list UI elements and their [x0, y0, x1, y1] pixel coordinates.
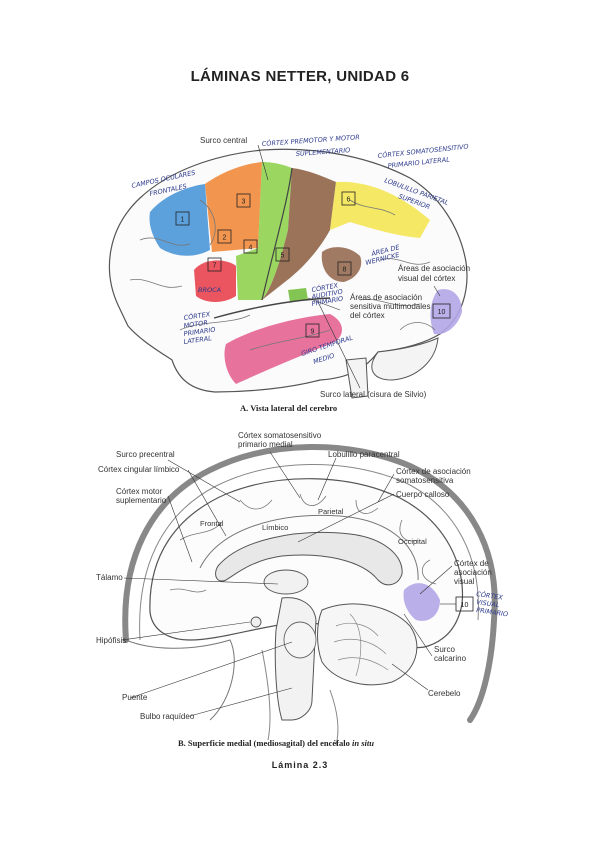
- hand-visual-primario-2: VISUAL: [476, 598, 501, 609]
- hand-somatosensitivo-1: CÓRTEX SOMATOSENSITIVO: [377, 141, 469, 159]
- label-somatosensitivo-medial-2: primario medial: [238, 440, 293, 449]
- region-parietal: Parietal: [318, 507, 344, 516]
- label-bulbo: Bulbo raquídeo: [140, 712, 195, 721]
- area-somatosensitivo: [262, 168, 336, 300]
- hand-motor-lateral-4: LATERAL: [183, 334, 212, 346]
- cerebellum-folia: [333, 613, 389, 677]
- region-occipital: Occipital: [398, 537, 427, 546]
- label-asociacion-sensitiva-3: del córtex: [350, 311, 385, 320]
- pons: [283, 621, 317, 659]
- thalamus: [263, 569, 309, 595]
- cingulate-gyrus: [199, 514, 419, 581]
- hand-motor-lateral-2: MOTOR: [183, 319, 208, 330]
- hand-broca: BROCA: [198, 286, 221, 294]
- label-asociacion-visual-medial-3: visual: [454, 577, 475, 586]
- label-asociacion-visual-2: visual del córtex: [398, 274, 455, 283]
- area-number-2: 3: [242, 199, 246, 206]
- label-lobulillo-paracentral: Lobulillo paracentral: [328, 450, 400, 459]
- area-visual-primario: [430, 289, 462, 335]
- label-talamo: Tálamo: [96, 573, 123, 582]
- label-asociacion-visual-1: Áreas de asociación: [398, 264, 470, 273]
- nasal-region: [125, 639, 235, 721]
- label-asociacion-visual-medial-2: asociación: [454, 568, 492, 577]
- label-surco-calcarino-2: calcarino: [434, 654, 467, 663]
- label-motor-suplementario-1: Córtex motor: [116, 487, 163, 496]
- medial-brain: 10 Surco precentral Córtex somatosensiti…: [96, 431, 508, 748]
- region-limbico: Límbico: [262, 523, 288, 532]
- area-auditivo: [288, 288, 308, 302]
- central-sulcus: [261, 167, 293, 301]
- area-number-7: 7: [213, 263, 217, 270]
- skull-outline: [122, 443, 498, 723]
- label-asociacion-visual-medial-1: Córtex de: [454, 559, 489, 568]
- lateral-brain: 1 3 2 4 5 6 7 8 9 10 Surco: [108, 132, 470, 413]
- label-motor-suplementario-2: suplementario: [116, 496, 167, 505]
- area-campos-oculares: [149, 184, 210, 256]
- area-number-6: 6: [347, 197, 351, 204]
- label-asociacion-somatosensitiva-1: Córtex de asociación: [396, 467, 471, 476]
- label-surco-central: Surco central: [200, 136, 247, 145]
- skull-inner: [139, 463, 479, 641]
- area-number-10: 10: [438, 309, 446, 316]
- hand-motor-lateral-1: CÓRTEX: [183, 309, 211, 322]
- caption-figure-b: B. Superficie medial (mediosagital) del …: [178, 738, 374, 748]
- label-cingular: Córtex cingular límbico: [98, 465, 180, 474]
- area-number-9: 9: [311, 329, 315, 336]
- brainstem-medial: [274, 597, 317, 721]
- area-temporal: [224, 314, 342, 384]
- hand-visual-primario-1: CÓRTEX: [476, 589, 504, 602]
- label-asociacion-sensitiva-2: sensitiva multimodales: [350, 302, 430, 311]
- label-somatosensitivo-medial-1: Córtex somatosensitivo: [238, 431, 322, 440]
- area-broca: [194, 260, 236, 302]
- hand-premotor-2: SUPLEMENTARIO: [296, 146, 351, 158]
- page-title: LÁMINAS NETTER, UNIDAD 6: [190, 68, 410, 85]
- area-number-3: 2: [223, 235, 227, 242]
- area-number-1: 1: [181, 217, 185, 224]
- label-hipofisis: Hipófisis: [96, 636, 126, 645]
- area-motor-primario: [236, 162, 292, 300]
- label-cuerpo-calloso: Cuerpo calloso: [396, 490, 450, 499]
- footer-label: Lámina 2.3: [271, 760, 329, 770]
- label-cerebelo: Cerebelo: [428, 689, 461, 698]
- hypophysis: [250, 616, 262, 628]
- area-number-5: 5: [281, 253, 285, 260]
- label-asociacion-sensitiva-1: Áreas de asociación: [350, 293, 422, 302]
- label-puente: Puente: [122, 693, 148, 702]
- area-visual-medial: [403, 583, 440, 621]
- label-asociacion-somatosensitiva-2: somatosensitiva: [396, 476, 454, 485]
- area-number-8: 8: [343, 267, 347, 274]
- spine-region: [261, 649, 339, 746]
- region-frontal: Frontal: [200, 519, 224, 528]
- corpus-callosum: [215, 531, 403, 586]
- caption-figure-a: A. Vista lateral del cerebro: [240, 403, 337, 413]
- label-surco-precentral: Surco precentral: [116, 450, 175, 459]
- label-surco-lateral: Surco lateral (cisura de Silvio): [320, 390, 427, 399]
- brainstem-lateral: [345, 357, 369, 399]
- cerebellum-lateral: [371, 337, 439, 381]
- area-premotor: [205, 162, 262, 252]
- medial-area-number-10: 10: [461, 602, 469, 609]
- lateral-sulcus: [213, 297, 331, 319]
- label-surco-calcarino-1: Surco: [434, 645, 455, 654]
- area-number-4: 4: [249, 245, 253, 252]
- area-number-boxes: 1 3 2 4 5 6 7 8 9 10: [175, 191, 451, 338]
